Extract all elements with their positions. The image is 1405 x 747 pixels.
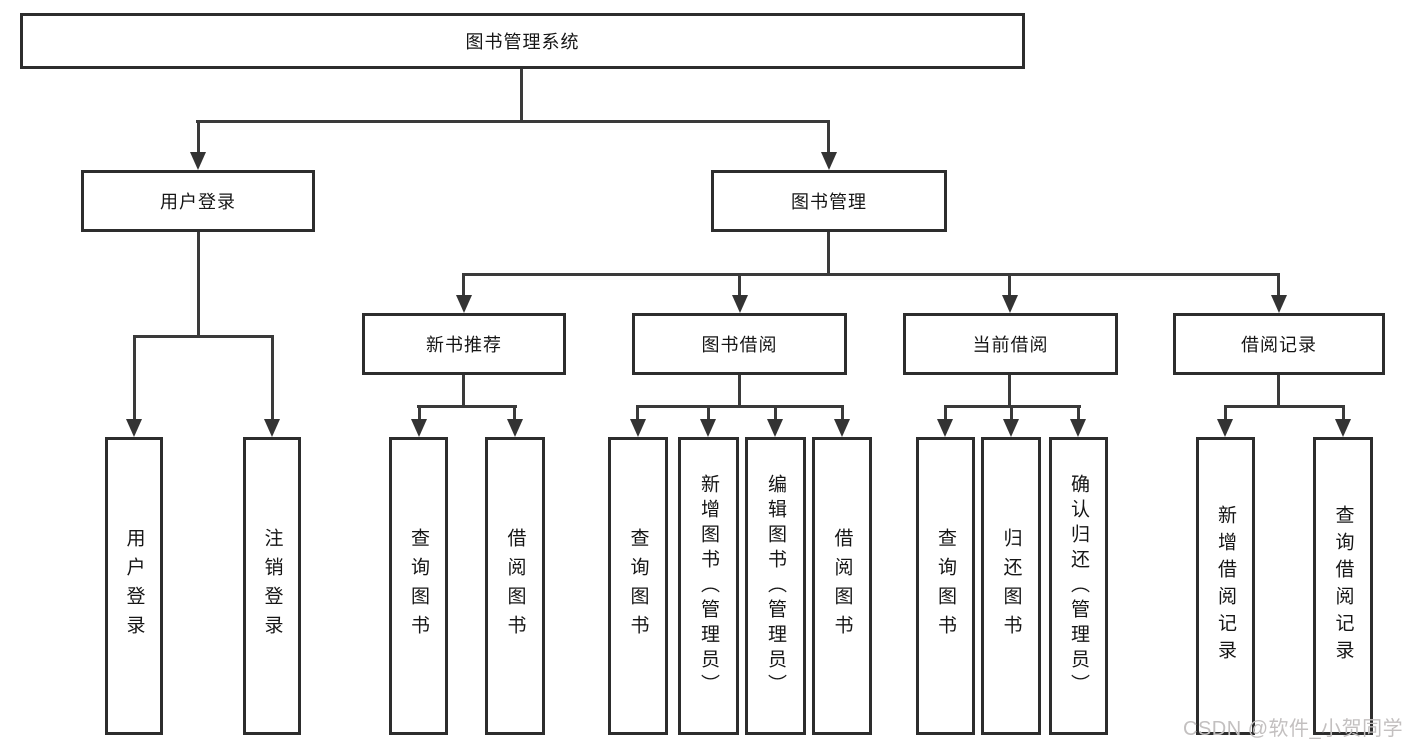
connector-current-borrow-stem xyxy=(1008,375,1011,405)
node-user-login-label: 用户登录 xyxy=(160,192,236,212)
connector-new-book-branch xyxy=(417,405,517,408)
leaf-record-query-label: 查询借阅记录 xyxy=(1332,505,1354,667)
leaf-borrow-edit-label: 编辑图书（管理员） xyxy=(765,473,786,699)
arrowhead-cb-confirm xyxy=(1070,419,1086,437)
connector-drop-borrow-record xyxy=(1277,273,1280,297)
connector-drop-nb-borrow xyxy=(513,405,516,421)
connector-drop-bb-borrow xyxy=(841,405,844,421)
connector-book-borrow-branch xyxy=(636,405,844,408)
leaf-newbook-borrow: 借阅图书 xyxy=(485,437,545,735)
connector-drop-book-mgmt xyxy=(827,120,830,154)
node-new-book-label: 新书推荐 xyxy=(426,335,502,355)
node-root: 图书管理系统 xyxy=(20,13,1025,69)
arrowhead-borrow-record xyxy=(1271,295,1287,313)
leaf-borrow-add-label: 新增图书（管理员） xyxy=(698,473,719,699)
arrowhead-book-mgmt xyxy=(821,152,837,170)
arrowhead-nb-borrow xyxy=(507,419,523,437)
connector-book-mgmt-stem xyxy=(827,232,830,273)
connector-drop-br-add xyxy=(1224,405,1227,421)
connector-drop-leaf-user-login xyxy=(133,335,136,421)
node-book-borrow-label: 图书借阅 xyxy=(701,335,778,355)
leaf-record-query: 查询借阅记录 xyxy=(1313,437,1373,735)
node-borrow-record-label: 借阅记录 xyxy=(1241,335,1317,355)
leaf-logout: 注销登录 xyxy=(243,437,301,735)
node-new-book: 新书推荐 xyxy=(362,313,566,375)
csdn-watermark: CSDN @软件_小贺同学 xyxy=(1183,718,1404,740)
connector-user-login-branch xyxy=(133,335,273,338)
node-book-mgmt-label: 图书管理 xyxy=(791,192,867,212)
node-current-borrow-label: 当前借阅 xyxy=(972,335,1049,355)
leaf-current-return-label: 归还图书 xyxy=(1000,528,1022,644)
connector-drop-user-login xyxy=(197,120,200,154)
leaf-newbook-borrow-label: 借阅图书 xyxy=(504,528,526,644)
leaf-newbook-query-label: 查询图书 xyxy=(408,528,429,644)
connector-book-borrow-stem xyxy=(738,375,741,405)
arrowhead-leaf-logout xyxy=(264,419,280,437)
leaf-borrow-query: 查询图书 xyxy=(608,437,668,735)
leaf-current-return: 归还图书 xyxy=(981,437,1041,735)
connector-drop-current-borrow xyxy=(1008,273,1011,297)
connector-drop-book-borrow xyxy=(738,273,741,297)
connector-drop-leaf-logout xyxy=(271,335,274,421)
leaf-user-login: 用户登录 xyxy=(105,437,163,735)
connector-drop-nb-query xyxy=(418,405,421,421)
leaf-newbook-query: 查询图书 xyxy=(389,437,448,735)
node-user-login: 用户登录 xyxy=(81,170,315,232)
connector-drop-cb-query xyxy=(944,405,947,421)
leaf-current-query-label: 查询图书 xyxy=(935,528,956,644)
leaf-record-add: 新增借阅记录 xyxy=(1196,437,1255,735)
node-borrow-record: 借阅记录 xyxy=(1173,313,1385,375)
connector-borrow-record-stem xyxy=(1277,375,1280,405)
arrowhead-leaf-user-login xyxy=(126,419,142,437)
node-root-label: 图书管理系统 xyxy=(465,32,580,52)
connector-borrow-record-branch xyxy=(1224,405,1345,408)
leaf-current-confirm-label: 确认归还（管理员） xyxy=(1068,473,1089,699)
connector-drop-cb-return xyxy=(1010,405,1013,421)
connector-user-login-stem xyxy=(197,232,200,335)
arrowhead-cb-return xyxy=(1003,419,1019,437)
node-current-borrow: 当前借阅 xyxy=(903,313,1118,375)
arrowhead-new-book xyxy=(456,295,472,313)
leaf-borrow-borrow: 借阅图书 xyxy=(812,437,872,735)
arrowhead-br-query xyxy=(1335,419,1351,437)
arrowhead-bb-add xyxy=(700,419,716,437)
leaf-borrow-borrow-label: 借阅图书 xyxy=(831,528,853,644)
arrowhead-bb-query xyxy=(630,419,646,437)
arrowhead-nb-query xyxy=(411,419,427,437)
connector-book-mgmt-branch xyxy=(462,273,1280,276)
connector-drop-bb-add xyxy=(707,405,710,421)
connector-new-book-stem xyxy=(462,375,465,405)
connector-drop-br-query xyxy=(1342,405,1345,421)
leaf-borrow-add: 新增图书（管理员） xyxy=(678,437,739,735)
connector-root-stem xyxy=(520,69,523,120)
connector-drop-cb-confirm xyxy=(1077,405,1080,421)
arrowhead-user-login xyxy=(190,152,206,170)
connector-drop-new-book xyxy=(462,273,465,297)
leaf-borrow-query-label: 查询图书 xyxy=(627,528,649,644)
node-book-mgmt: 图书管理 xyxy=(711,170,947,232)
connector-drop-bb-query xyxy=(636,405,639,421)
arrowhead-bb-borrow xyxy=(834,419,850,437)
arrowhead-current-borrow xyxy=(1002,295,1018,313)
arrowhead-book-borrow xyxy=(732,295,748,313)
leaf-current-confirm: 确认归还（管理员） xyxy=(1049,437,1108,735)
arrowhead-br-add xyxy=(1217,419,1233,437)
leaf-record-add-label: 新增借阅记录 xyxy=(1215,505,1236,667)
leaf-borrow-edit: 编辑图书（管理员） xyxy=(745,437,806,735)
arrowhead-cb-query xyxy=(937,419,953,437)
node-book-borrow: 图书借阅 xyxy=(632,313,847,375)
leaf-current-query: 查询图书 xyxy=(916,437,975,735)
leaf-user-login-label: 用户登录 xyxy=(123,528,145,644)
arrowhead-bb-edit xyxy=(767,419,783,437)
connector-drop-bb-edit xyxy=(774,405,777,421)
connector-root-branch xyxy=(196,120,830,123)
leaf-logout-label: 注销登录 xyxy=(261,528,283,644)
